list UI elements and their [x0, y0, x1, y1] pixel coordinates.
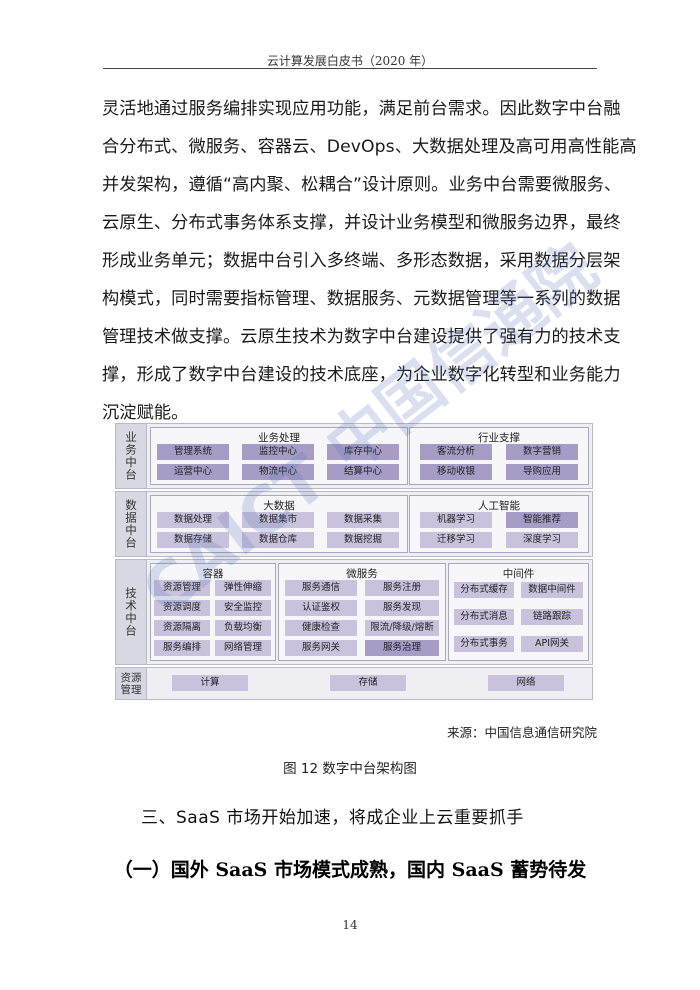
subsection-heading: （一）国外 SaaS 市场模式成熟，国内 SaaS 蓄势待发 [113, 859, 587, 881]
module-box: 弹性伸缩 [215, 580, 271, 596]
module-box: 负载均衡 [215, 620, 271, 636]
group-microservice: 微服务 服务通信 服务注册 认证鉴权 服务发现 健康检查 限流/降级/熔断 服务… [278, 563, 446, 661]
module-box: 数据集市 [242, 512, 314, 528]
group-title: 微服务 [346, 568, 378, 580]
module-box: 数据存储 [157, 532, 229, 548]
paragraph-line: 云原生、分布式事务体系支撑，并设计业务模型和微服务边界，最终 [102, 213, 621, 233]
row-label-data: 数据中台 [116, 492, 147, 556]
module-box: 服务通信 [285, 580, 357, 596]
digital-middle-platform-diagram: 业务中台 业务处理 管理系统 监控中心 库存中心 运营中心 物流中心 结算中心 … [115, 423, 593, 700]
module-box: 导购应用 [506, 464, 578, 480]
module-box: 网络 [488, 675, 564, 691]
module-box: 客流分析 [420, 444, 492, 460]
paragraph-line: 沉淀赋能。 [102, 403, 189, 423]
module-box: 资源调度 [154, 600, 210, 616]
module-box: 深度学习 [506, 532, 578, 548]
row-business: 业务中台 业务处理 管理系统 监控中心 库存中心 运营中心 物流中心 结算中心 … [115, 423, 593, 489]
module-box: 智能推荐 [506, 512, 578, 528]
group-industry-support: 行业支撑 客流分析 数字营销 移动收银 导购应用 [409, 427, 589, 485]
module-box: 分布式消息 [454, 609, 514, 625]
module-box: 计算 [172, 675, 248, 691]
paragraph-line: 管理技术做支撑。云原生技术为数字中台建设提供了强有力的技术支 [102, 327, 621, 347]
module-box: 移动收银 [420, 464, 492, 480]
figure-source: 来源：中国信息通信研究院 [446, 725, 597, 740]
module-box: 数字营销 [506, 444, 578, 460]
group-title: 业务处理 [258, 432, 300, 444]
module-box: 分布式缓存 [454, 582, 514, 598]
module-box: 安全监控 [215, 600, 271, 616]
group-container: 容器 资源管理 弹性伸缩 资源调度 安全监控 资源隔离 负载均衡 服务编排 网络… [150, 563, 276, 661]
module-box: 网络管理 [215, 640, 271, 656]
module-box: 服务发现 [365, 600, 439, 616]
header-rule [103, 68, 597, 69]
module-box: 数据处理 [157, 512, 229, 528]
paragraph-line: 灵活地通过服务编排实现应用功能，满足前台需求。因此数字中台融 [102, 99, 621, 119]
row-resource: 资源管理 计算 存储 网络 [115, 667, 593, 700]
module-box: 服务网关 [285, 640, 357, 656]
module-box: 限流/降级/熔断 [365, 620, 439, 636]
group-business-processing: 业务处理 管理系统 监控中心 库存中心 运营中心 物流中心 结算中心 [150, 427, 408, 485]
module-box: 数据仓库 [242, 532, 314, 548]
module-box: 资源隔离 [154, 620, 210, 636]
module-box: 分布式事务 [454, 636, 514, 652]
row-tech: 技术中台 容器 资源管理 弹性伸缩 资源调度 安全监控 资源隔离 负载均衡 服务… [115, 559, 593, 665]
paragraph-line: 并发架构，遵循“高内聚、松耦合”设计原则。业务中台需要微服务、 [102, 175, 622, 195]
group-big-data: 大数据 数据处理 数据集市 数据采集 数据存储 数据仓库 数据挖掘 [150, 495, 408, 553]
body-paragraph: 灵活地通过服务编排实现应用功能，满足前台需求。因此数字中台融 合分布式、微服务、… [102, 90, 637, 432]
paragraph-line: 构模式，同时需要指标管理、数据服务、元数据管理等一系列的数据 [102, 289, 621, 309]
module-box: API网关 [521, 636, 583, 652]
module-box: 机器学习 [420, 512, 492, 528]
paragraph-line: 合分布式、微服务、容器云、DevOps、大数据处理及高可用高性能高 [102, 137, 637, 157]
row-label-business: 业务中台 [116, 424, 147, 488]
group-title: 人工智能 [478, 500, 520, 512]
module-box: 资源管理 [154, 580, 210, 596]
module-box: 链路跟踪 [521, 609, 583, 625]
module-box: 认证鉴权 [285, 600, 357, 616]
group-title: 容器 [202, 568, 224, 580]
module-box: 数据中间件 [521, 582, 583, 598]
group-middleware: 中间件 分布式缓存 数据中间件 分布式消息 链路跟踪 分布式事务 API网关 [448, 563, 589, 661]
module-box: 服务注册 [365, 580, 439, 596]
row-label-resource: 资源管理 [116, 668, 147, 699]
group-title: 行业支撑 [478, 432, 520, 444]
module-box: 物流中心 [242, 464, 314, 480]
module-box: 迁移学习 [420, 532, 492, 548]
module-box: 管理系统 [157, 444, 229, 460]
module-box: 数据采集 [327, 512, 399, 528]
paragraph-line: 撑，形成了数字中台建设的技术底座，为企业数字化转型和业务能力 [102, 365, 621, 385]
row-data: 数据中台 大数据 数据处理 数据集市 数据采集 数据存储 数据仓库 数据挖掘 人… [115, 491, 593, 557]
running-header: 云计算发展白皮书（2020 年） [266, 54, 434, 68]
module-box: 存储 [330, 675, 406, 691]
module-box: 运营中心 [157, 464, 229, 480]
module-box: 监控中心 [242, 444, 314, 460]
module-box: 服务治理 [365, 640, 439, 656]
group-title: 中间件 [502, 568, 535, 580]
paragraph-line: 形成业务单元；数据中台引入多终端、多形态数据，采用数据分层架 [102, 251, 621, 271]
section-heading: 三、SaaS 市场开始加速，将成企业上云重要抓手 [141, 808, 524, 828]
group-ai: 人工智能 机器学习 智能推荐 迁移学习 深度学习 [409, 495, 589, 553]
figure-caption: 图 12 数字中台架构图 [283, 761, 417, 777]
page-number: 14 [342, 918, 358, 932]
module-box: 库存中心 [327, 444, 399, 460]
row-label-tech: 技术中台 [116, 560, 147, 664]
module-box: 结算中心 [327, 464, 399, 480]
module-box: 数据挖掘 [327, 532, 399, 548]
group-title: 大数据 [263, 500, 295, 512]
module-box: 服务编排 [154, 640, 210, 656]
module-box: 健康检查 [285, 620, 357, 636]
